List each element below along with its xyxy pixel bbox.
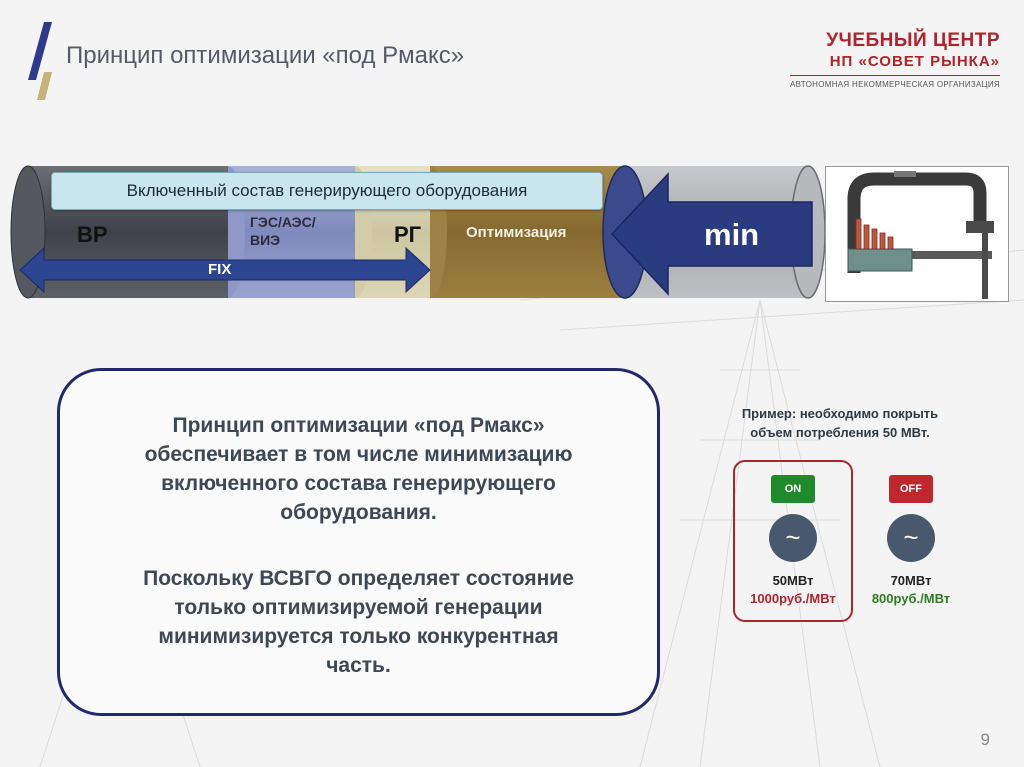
label-fix: FIX: [208, 261, 232, 278]
p1-line-3: включенного состава генерирующего: [161, 472, 556, 495]
generator-off-price: 800руб./МВт: [871, 591, 951, 606]
included-equipment-label: Включенный состав генерирующего оборудов…: [51, 172, 603, 210]
label-min: min: [704, 217, 760, 252]
brand-line-1: УЧЕБНЫЙ ЦЕНТР: [826, 30, 1000, 51]
page-number: 9: [980, 730, 990, 749]
status-badge-on: ON: [771, 475, 815, 503]
selected-generator-frame: [733, 460, 853, 622]
clamp-icon: [847, 171, 994, 299]
accent-bars: [28, 22, 52, 100]
generator-on-power: 50МВт: [772, 573, 814, 588]
p2-line-3: минимизируется только конкурентная: [158, 625, 559, 648]
principle-paragraph-2: Поскольку ВСВГО определяет состояние тол…: [60, 564, 657, 680]
principle-paragraph-1: Принцип оптимизации «под Рмакс» обеспечи…: [60, 411, 657, 527]
fix-double-arrow: [19, 246, 431, 294]
generator-on-price: 1000руб./МВт: [750, 591, 836, 606]
generator-on-icon: ~: [769, 514, 817, 562]
brand-logo: УЧЕБНЫЙ ЦЕНТР НП «СОВЕТ РЫНКА» АВТОНОМНА…: [790, 30, 1000, 89]
example-title-line-2: объем потребления 50 МВт.: [750, 425, 930, 440]
example-title: Пример: необходимо покрыть объем потребл…: [700, 404, 980, 442]
brand-line-3: АВТОНОМНАЯ НЕКОММЕРЧЕСКАЯ ОРГАНИЗАЦИЯ: [790, 80, 1000, 89]
generator-off-icon: ~: [887, 514, 935, 562]
p2-line-1: Поскольку ВСВГО определяет состояние: [143, 567, 574, 590]
label-ges-line-1: ГЭС/АЭС/: [250, 214, 316, 230]
clamp-image-frame: [825, 166, 1009, 302]
label-optimization: Оптимизация: [466, 224, 567, 241]
label-ges-line-2: ВИЭ: [250, 232, 281, 248]
label-ges: ГЭС/АЭС/ ВИЭ: [250, 213, 316, 249]
page-title: Принцип оптимизации «под Рмакс»: [66, 42, 465, 69]
p1-line-4: оборудования.: [280, 501, 437, 524]
generator-off-power: 70МВт: [890, 573, 932, 588]
brand-rule: [790, 75, 1000, 76]
p1-line-2: обеспечивает в том числе минимизацию: [144, 443, 573, 466]
p2-line-4: часть.: [326, 654, 391, 677]
status-badge-off: OFF: [889, 475, 933, 503]
example-title-line-1: Пример: необходимо покрыть: [741, 406, 939, 421]
label-rg: РГ: [394, 222, 422, 247]
p1-line-1: Принцип оптимизации «под Рмакс»: [172, 414, 545, 437]
min-arrow: [610, 172, 813, 296]
label-vr: ВР: [77, 222, 108, 247]
p2-line-2: только оптимизируемой генерации: [174, 596, 543, 619]
principle-text-box: Принцип оптимизации «под Рмакс» обеспечи…: [57, 368, 660, 716]
brand-line-2: НП «СОВЕТ РЫНКА»: [829, 53, 1000, 70]
